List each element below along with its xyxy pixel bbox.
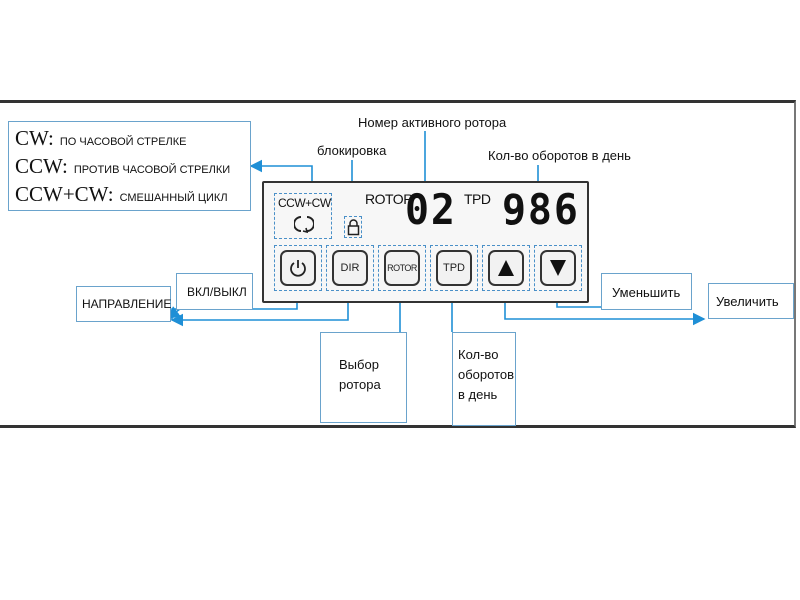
label-decrease: Уменьшить xyxy=(612,285,681,300)
power-icon xyxy=(290,260,306,277)
legend-row-ccw: CCW: ПРОТИВ ЧАСОВОЙ СТРЕЛКИ xyxy=(15,154,230,179)
label-tpd-line3: в день xyxy=(458,387,498,402)
legend-cw-text: ПО ЧАСОВОЙ СТРЕЛКЕ xyxy=(59,136,187,148)
legend-mix-code: CCW+CW: xyxy=(15,182,114,206)
power-button[interactable] xyxy=(280,250,316,286)
up-button[interactable] xyxy=(488,250,524,286)
tpd-button-area: TPD xyxy=(430,245,478,291)
callout-rotor-select: Выбор ротора xyxy=(320,332,407,423)
tpd-label: TPD xyxy=(464,191,491,207)
callout-tpd: Кол-во оборотов в день xyxy=(452,332,516,426)
label-lock: блокировка xyxy=(317,143,387,158)
mode-text: CCW+CW xyxy=(278,196,331,210)
label-tpd-line1: Кол-во xyxy=(458,347,499,362)
callout-decrease: Уменьшить xyxy=(601,273,692,310)
label-increase: Увеличить xyxy=(716,294,779,309)
rotor-button[interactable]: ROTOR xyxy=(384,250,420,286)
triangle-down-icon xyxy=(550,260,566,276)
rotor-button-area: ROTOR xyxy=(378,245,426,291)
lock-indicator xyxy=(344,216,362,238)
rotor-label: ROTOR xyxy=(365,191,413,207)
callout-direction: НАПРАВЛЕНИЕ xyxy=(76,286,171,322)
direction-legend: CW: ПО ЧАСОВОЙ СТРЕЛКЕ CCW: ПРОТИВ ЧАСОВОЙ… xyxy=(8,121,251,211)
tpd-button[interactable]: TPD xyxy=(436,250,472,286)
label-tpd-count: Кол-во оборотов в день xyxy=(488,148,631,163)
legend-ccw-code: CCW: xyxy=(15,154,68,178)
lock-icon xyxy=(347,219,360,236)
label-rotor-select-line1: Выбор xyxy=(339,357,379,372)
rotate-icon xyxy=(294,216,314,234)
callout-increase: Увеличить xyxy=(708,283,794,319)
label-tpd-line2: оборотов xyxy=(458,367,515,382)
label-direction: НАПРАВЛЕНИЕ xyxy=(82,297,172,311)
dir-button-area: DIR xyxy=(326,245,374,291)
down-button[interactable] xyxy=(540,250,576,286)
legend-cw-code: CW: xyxy=(15,126,54,150)
callout-on-off: ВКЛ/ВЫКЛ xyxy=(176,273,253,310)
label-rotor-select-line2: ротора xyxy=(339,377,381,392)
mode-indicator: CCW+CW xyxy=(274,193,332,239)
tpd-value: 986 xyxy=(502,185,580,234)
label-active-rotor: Номер активного ротора xyxy=(358,115,507,130)
legend-row-cw: CW: ПО ЧАСОВОЙ СТРЕЛКЕ xyxy=(15,126,187,151)
label-on-off: ВКЛ/ВЫКЛ xyxy=(187,285,247,299)
up-button-area xyxy=(482,245,530,291)
diagram-frame xyxy=(0,100,796,428)
power-button-area xyxy=(274,245,322,291)
triangle-up-icon xyxy=(498,260,514,276)
legend-ccw-text: ПРОТИВ ЧАСОВОЙ СТРЕЛКИ xyxy=(73,164,231,176)
down-button-area xyxy=(534,245,582,291)
dir-button[interactable]: DIR xyxy=(332,250,368,286)
legend-mix-text: СМЕШАННЫЙ ЦИКЛ xyxy=(119,192,228,204)
control-panel: CCW+CW ROTOR 02 TPD 986 DIR ROTOR TPD xyxy=(262,181,589,303)
rotor-value: 02 xyxy=(405,185,457,234)
legend-row-mix: CCW+CW: СМЕШАННЫЙ ЦИКЛ xyxy=(15,182,228,207)
